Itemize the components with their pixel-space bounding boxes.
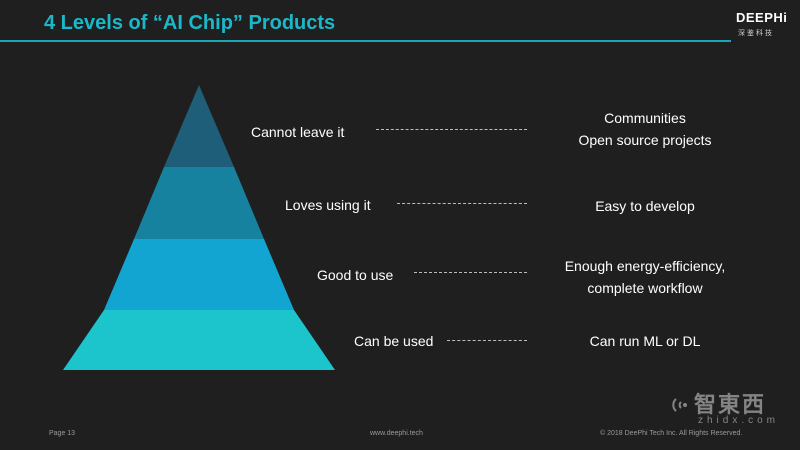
pyramid-tier-3 <box>104 239 294 310</box>
dashed-connector-1 <box>376 129 527 130</box>
level-desc-2: Easy to develop <box>535 195 755 217</box>
footer-url[interactable]: www.deephi.tech <box>370 430 423 437</box>
level-desc-3-line-2: complete workflow <box>587 280 703 296</box>
watermark: 智東西 zhidx.com <box>672 385 792 435</box>
dashed-connector-3 <box>414 272 527 273</box>
level-desc-4-line-1: Can run ML or DL <box>589 333 701 349</box>
watermark-text: 智東西 <box>694 392 767 417</box>
level-label-1: Cannot leave it <box>251 124 345 140</box>
page-title: 4 Levels of “AI Chip” Products <box>44 12 336 34</box>
level-desc-1-line-1: Communities <box>604 110 686 126</box>
footer-copyright: © 2018 DeePhi Tech Inc. All Rights Reser… <box>600 430 743 437</box>
level-label-4: Can be used <box>354 333 434 349</box>
pyramid-tier-2 <box>134 167 264 239</box>
level-desc-3-line-1: Enough energy-efficiency, <box>564 258 726 274</box>
level-label-2: Loves using it <box>285 197 371 213</box>
dashed-connector-4 <box>447 340 527 341</box>
title-underline <box>0 40 731 42</box>
logo-sub-text: 深鉴科技 <box>738 30 774 37</box>
company-logo: DEEPHi 深鉴科技 <box>734 8 794 42</box>
watermark-sub: zhidx.com <box>698 415 780 426</box>
footer-page-number: Page 13 <box>49 430 76 437</box>
level-desc-1-line-2: Open source projects <box>578 132 712 148</box>
pyramid-tier-1 <box>164 85 234 167</box>
level-desc-2-line-1: Easy to develop <box>595 198 695 214</box>
level-desc-4: Can run ML or DL <box>535 330 755 352</box>
logo-main-text: DEEPHi <box>736 10 788 25</box>
signal-icon <box>672 398 687 412</box>
level-desc-1: Communities Open source projects <box>535 107 755 151</box>
pyramid-tier-4 <box>63 310 335 370</box>
dashed-connector-2 <box>397 203 527 204</box>
level-desc-3: Enough energy-efficiency, complete workf… <box>535 255 755 299</box>
level-label-3: Good to use <box>317 267 394 283</box>
